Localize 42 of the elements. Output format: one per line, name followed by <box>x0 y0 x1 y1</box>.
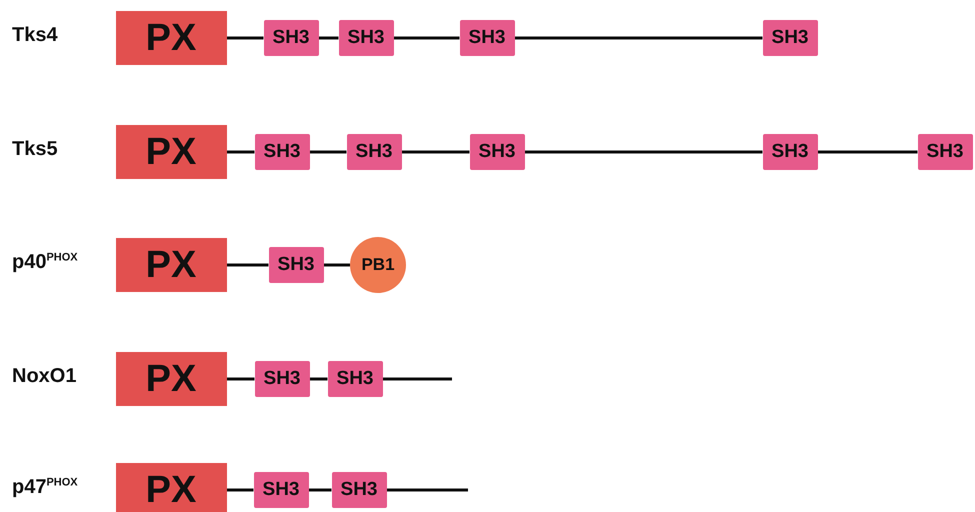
sh3-domain: SH3 <box>254 361 310 397</box>
sh3-domain: SH3 <box>264 20 318 56</box>
linker-line <box>386 488 468 492</box>
linker-line <box>818 150 918 154</box>
linker-line <box>324 264 350 266</box>
sh3-domain: SH3 <box>254 472 308 508</box>
linker-line <box>310 378 328 380</box>
sh3-domain: SH3 <box>918 134 972 170</box>
protein-name: Tks4 <box>12 24 58 47</box>
linker-line <box>226 264 268 266</box>
linker-line <box>394 36 460 40</box>
protein-name: p47$^{PHOX}$ <box>12 476 78 499</box>
pb1-domain: PB1 <box>350 237 406 293</box>
px-domain: PX <box>116 352 226 406</box>
linker-line <box>226 36 264 40</box>
sh3-domain: SH3 <box>338 20 394 56</box>
sh3-domain: SH3 <box>762 20 818 56</box>
sh3-domain: SH3 <box>470 134 524 170</box>
linker-line <box>310 150 346 154</box>
linker-line <box>402 150 470 154</box>
sh3-domain: SH3 <box>254 134 310 170</box>
px-domain: PX <box>116 238 226 292</box>
linker-line <box>514 36 762 40</box>
sh3-domain: SH3 <box>346 134 402 170</box>
sh3-domain: SH3 <box>460 20 514 56</box>
protein-name: p40$^{PHOX}$ <box>12 251 78 274</box>
protein-name: Tks5 <box>12 138 58 161</box>
linker-line <box>226 378 254 380</box>
linker-line <box>226 150 254 154</box>
linker-line <box>318 36 338 40</box>
sh3-domain: SH3 <box>328 361 382 397</box>
sh3-domain: SH3 <box>268 247 324 283</box>
px-domain: PX <box>116 463 226 512</box>
px-domain: PX <box>116 125 226 179</box>
linker-line <box>308 488 332 492</box>
linker-line <box>382 378 452 380</box>
linker-line <box>226 488 254 492</box>
px-domain: PX <box>116 11 226 65</box>
sh3-domain: SH3 <box>332 472 386 508</box>
protein-name: NoxO1 <box>12 365 76 388</box>
sh3-domain: SH3 <box>762 134 818 170</box>
linker-line <box>524 150 762 154</box>
